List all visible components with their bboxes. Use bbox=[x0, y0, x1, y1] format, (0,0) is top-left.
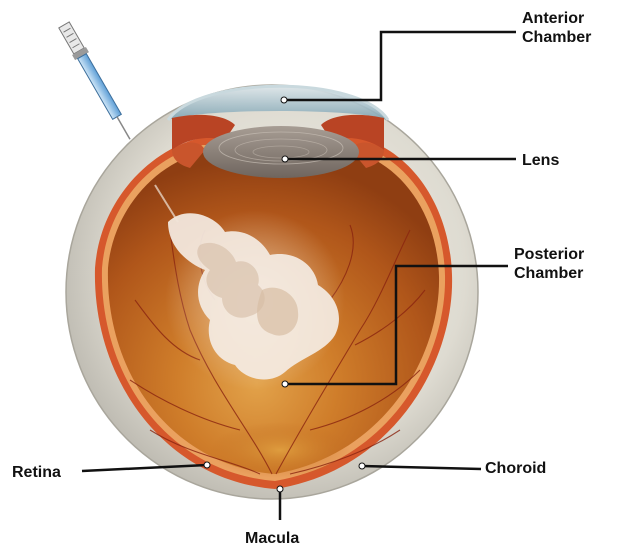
posterior-chamber-label: Posterior Chamber bbox=[514, 245, 584, 283]
posterior-chamber-label-line1: Posterior bbox=[514, 245, 584, 264]
retina-label: Retina bbox=[12, 463, 61, 482]
anterior-chamber-label-line1: Anterior bbox=[522, 9, 591, 28]
macula-label: Macula bbox=[245, 529, 299, 548]
lens-label: Lens bbox=[522, 151, 559, 170]
posterior-chamber-label-line2: Chamber bbox=[514, 264, 584, 283]
anterior-chamber-label-line2: Chamber bbox=[522, 28, 591, 47]
syringe-icon bbox=[57, 21, 137, 143]
choroid-label: Choroid bbox=[485, 459, 546, 478]
anterior-chamber-label: Anterior Chamber bbox=[522, 9, 591, 47]
lens bbox=[203, 126, 359, 178]
